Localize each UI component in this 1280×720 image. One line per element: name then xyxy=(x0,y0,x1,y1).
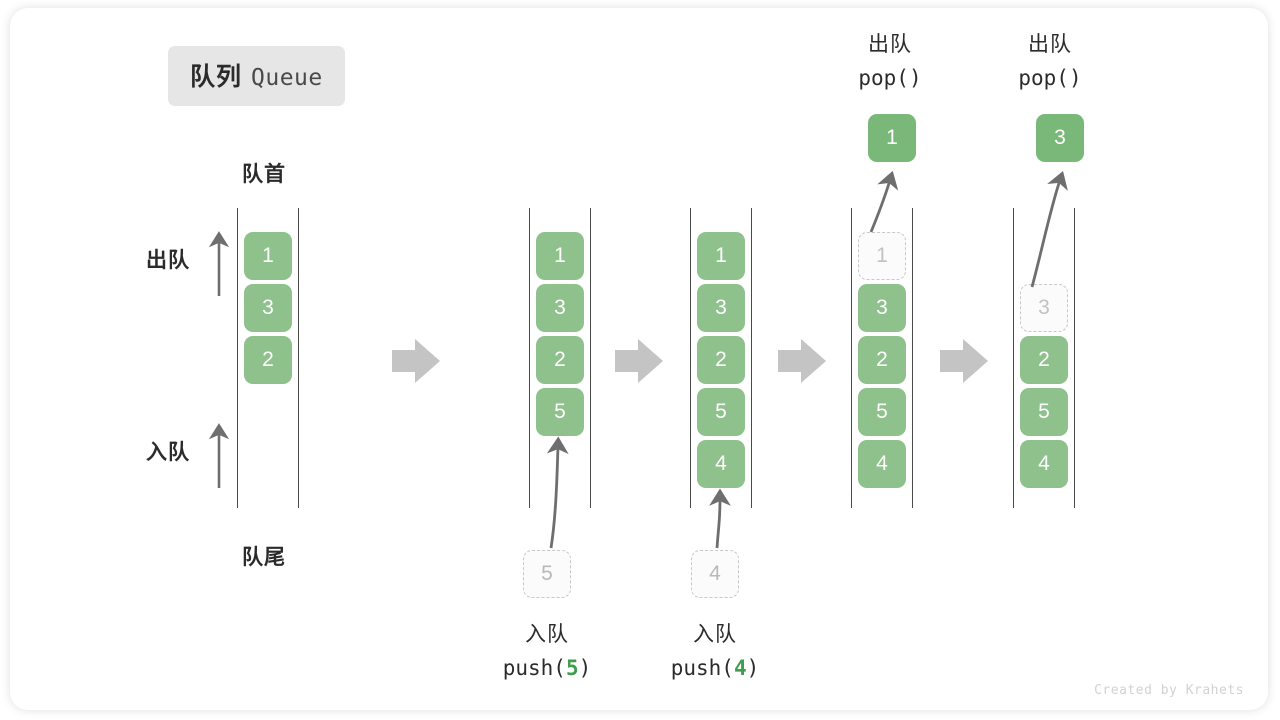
column-rail-right xyxy=(298,208,299,508)
column-rail-right xyxy=(1074,208,1075,508)
operation-name-cn: 入队 xyxy=(525,623,569,646)
column-rail-left xyxy=(851,208,852,508)
queue-item: 4 xyxy=(858,440,906,488)
queue-item: 2 xyxy=(244,336,292,384)
operation-code: push(5) xyxy=(452,652,642,686)
code-prefix: pop( xyxy=(858,65,909,90)
code-arg: 4 xyxy=(733,655,747,680)
code-suffix: ) xyxy=(908,65,922,90)
queue-item: 1 xyxy=(244,232,292,280)
operation-label-pop-1: 出队 pop() xyxy=(795,28,985,95)
enqueue-label: 入队 xyxy=(146,441,190,464)
queue-item: 4 xyxy=(697,440,745,488)
code-suffix: ) xyxy=(578,655,592,680)
queue-item: 5 xyxy=(1020,388,1068,436)
queue-item: 1 xyxy=(697,232,745,280)
code-prefix: push( xyxy=(670,655,734,680)
queue-item: 1 xyxy=(536,232,584,280)
popped-box-1: 1 xyxy=(868,114,916,162)
diagram-title-badge: 队列 Queue xyxy=(168,46,345,106)
column-rail-right xyxy=(751,208,752,508)
push-ghost-box-4: 4 xyxy=(691,550,739,598)
column-rail-left xyxy=(237,208,238,508)
queue-item: 5 xyxy=(536,388,584,436)
queue-item: 3 xyxy=(858,284,906,332)
queue-item: 4 xyxy=(1020,440,1068,488)
queue-item: 5 xyxy=(697,388,745,436)
title-chinese: 队列 xyxy=(190,63,243,91)
queue-item: 2 xyxy=(536,336,584,384)
queue-item: 3 xyxy=(1020,284,1068,332)
title-english: Queue xyxy=(251,65,323,91)
code-arg: 5 xyxy=(565,655,579,680)
operation-label-push-5: 入队 push(5) xyxy=(452,618,642,685)
queue-item: 2 xyxy=(858,336,906,384)
column-rail-right xyxy=(912,208,913,508)
operation-label-pop-3: 出队 pop() xyxy=(955,28,1145,95)
popped-box-3: 3 xyxy=(1036,114,1084,162)
operation-name-cn: 出队 xyxy=(868,33,912,56)
front-label: 队首 xyxy=(242,163,286,186)
credit-text: Created by Krahets xyxy=(1094,683,1244,698)
code-suffix: ) xyxy=(746,655,760,680)
code-suffix: ) xyxy=(1068,65,1082,90)
code-prefix: push( xyxy=(502,655,566,680)
queue-item: 3 xyxy=(536,284,584,332)
column-rail-left xyxy=(529,208,530,508)
column-rail-right xyxy=(590,208,591,508)
rear-label: 队尾 xyxy=(242,546,286,569)
dequeue-label: 出队 xyxy=(146,249,190,272)
operation-code: pop() xyxy=(795,62,985,96)
queue-item: 2 xyxy=(697,336,745,384)
queue-item: 3 xyxy=(244,284,292,332)
code-prefix: pop( xyxy=(1018,65,1069,90)
operation-name-cn: 入队 xyxy=(693,623,737,646)
operation-code: pop() xyxy=(955,62,1145,96)
column-rail-left xyxy=(1013,208,1014,508)
operation-label-push-4: 入队 push(4) xyxy=(620,618,810,685)
queue-item: 3 xyxy=(697,284,745,332)
column-rail-left xyxy=(690,208,691,508)
diagram-card xyxy=(10,8,1268,710)
operation-name-cn: 出队 xyxy=(1028,33,1072,56)
queue-item: 2 xyxy=(1020,336,1068,384)
queue-item: 1 xyxy=(858,232,906,280)
push-ghost-box-5: 5 xyxy=(523,550,571,598)
operation-code: push(4) xyxy=(620,652,810,686)
queue-item: 5 xyxy=(858,388,906,436)
